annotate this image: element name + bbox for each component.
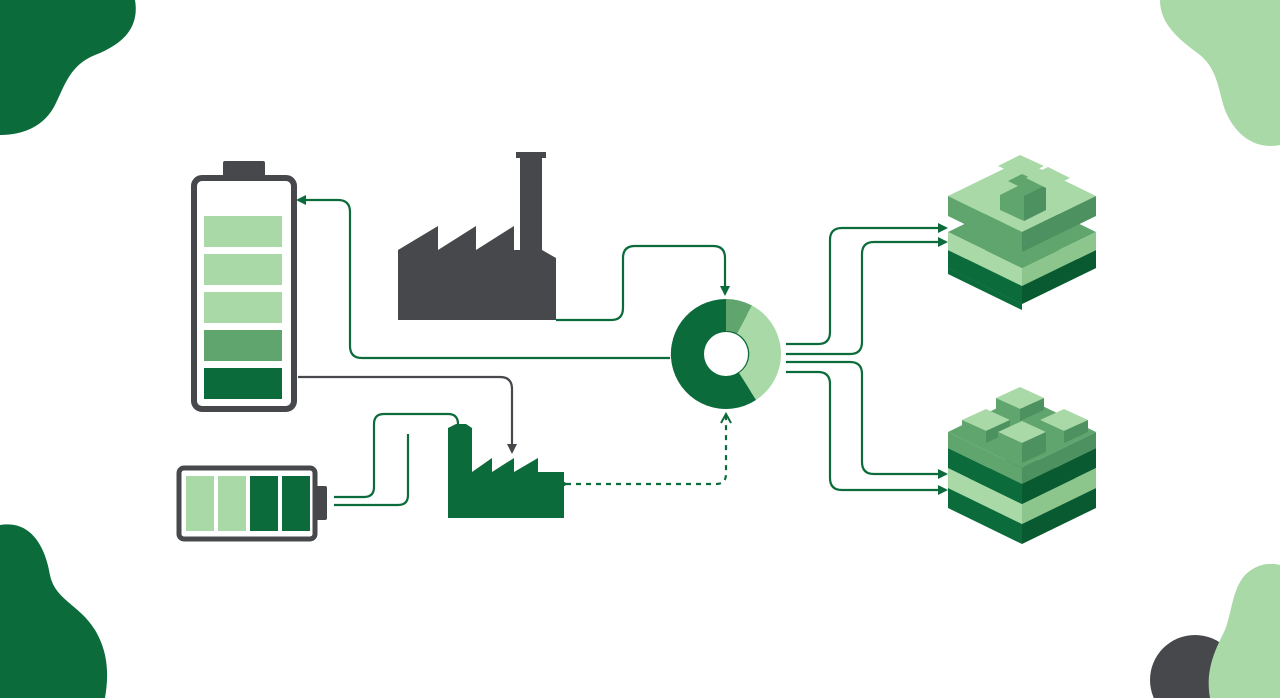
blob-top-left: [0, 0, 136, 135]
edge-battery-large-to-factory-green: [298, 375, 517, 454]
stacked-blocks-icon: [948, 387, 1096, 544]
battery-cell: [250, 476, 278, 531]
battery-cell: [204, 330, 282, 361]
blob-bottom-left: [0, 524, 108, 698]
edge-hub-to-battery-large: [296, 195, 670, 360]
edge-battery-small-to-factory-green-a: [334, 412, 460, 499]
battery-cell: [282, 476, 310, 531]
battery-cell: [204, 216, 282, 247]
factory-green: [448, 424, 564, 518]
connectors: [296, 195, 948, 507]
edge-battery-small-to-factory-green-b: [334, 434, 410, 507]
edge-factory-green-hub-dashed: [566, 414, 726, 484]
edge-hub-to-stack-bottom-1: [786, 360, 948, 479]
edge-factory-main-to-hub: [556, 244, 730, 322]
battery-cell: [204, 292, 282, 323]
battery-cell: [204, 368, 282, 399]
battery-large: [191, 161, 297, 412]
material-stack-bottom: [948, 387, 1096, 544]
factory-main: [398, 152, 556, 320]
edge-hub-to-stack-top-1: [786, 223, 948, 346]
blob-top-right: [1160, 0, 1280, 146]
edge-hub-to-stack-top-2: [786, 237, 948, 356]
blob-bottom-right-light: [1208, 563, 1280, 698]
factory-icon: [398, 152, 556, 320]
edge-hub-to-stack-bottom-2: [786, 370, 948, 495]
recycling-hub: [670, 298, 781, 409]
battery-cell: [218, 476, 246, 531]
battery-cell: [186, 476, 214, 531]
material-stack-top: [948, 155, 1096, 310]
battery-small: [176, 465, 327, 542]
battery-icon: [176, 465, 327, 542]
stacked-blocks-icon: [948, 155, 1096, 310]
battery-cell: [204, 254, 282, 285]
factory-icon: [448, 424, 564, 518]
battery-icon: [191, 161, 297, 412]
donut-ring-icon: [670, 298, 781, 409]
